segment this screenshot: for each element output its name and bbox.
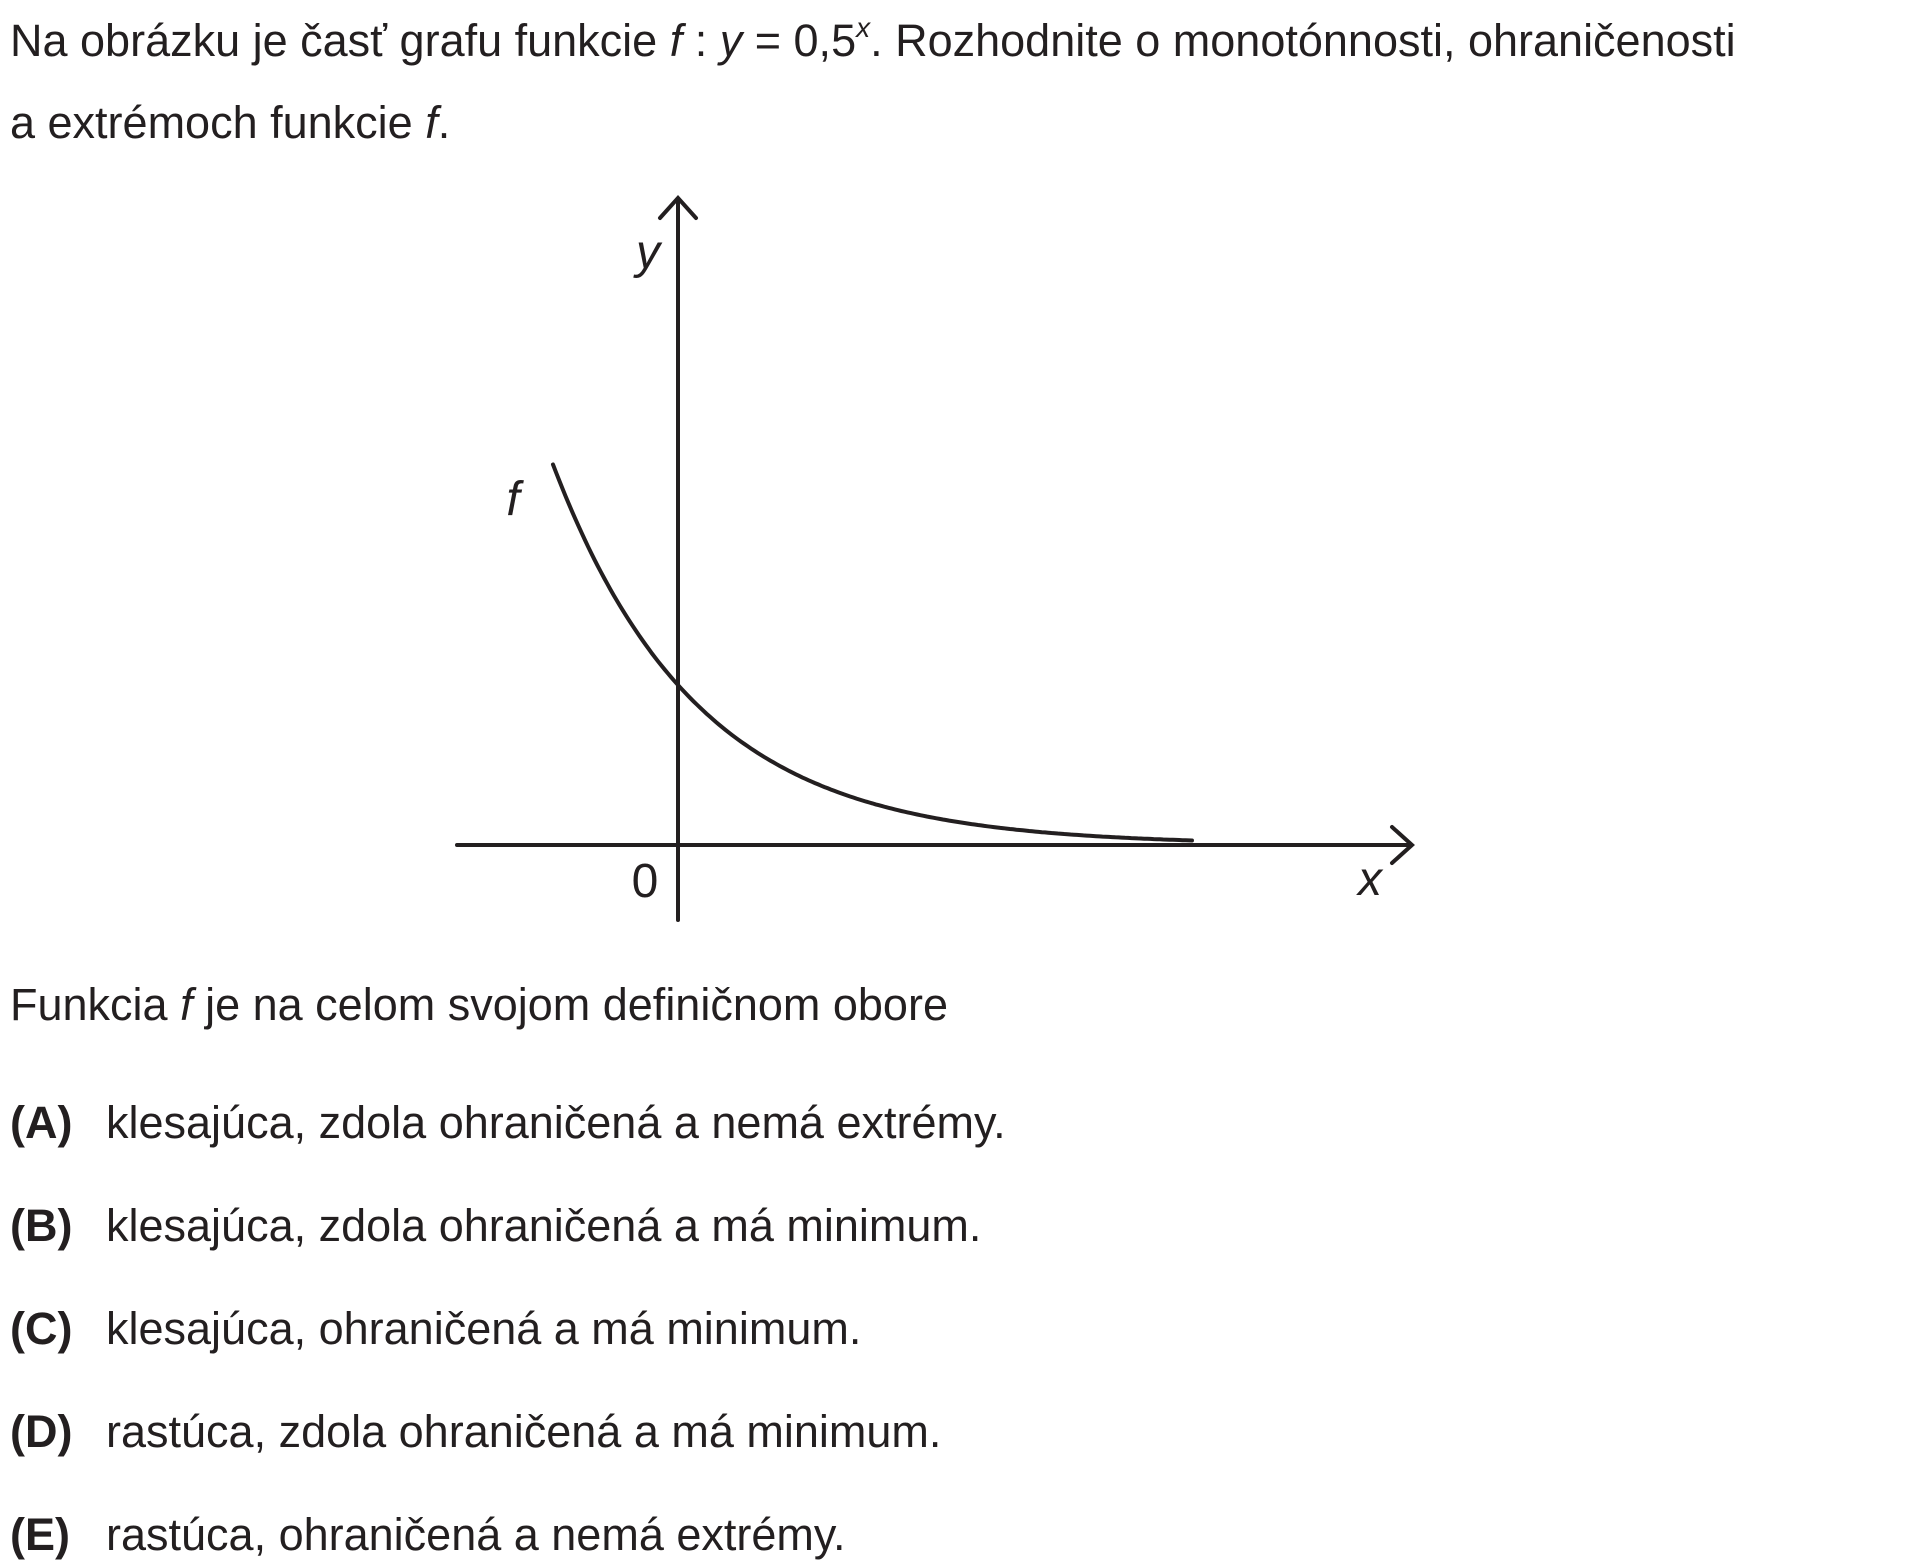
option-letter: (A) — [10, 1097, 73, 1148]
option-e[interactable]: (E) rastúca, ohraničená a nemá extrémy. — [10, 1512, 846, 1557]
option-text: rastúca, zdola ohraničená a má minimum. — [106, 1406, 942, 1457]
option-text: klesajúca, zdola ohraničená a nemá extré… — [106, 1097, 1006, 1148]
origin-label: 0 — [632, 855, 659, 908]
function-symbol: f — [425, 97, 438, 148]
exponent: x — [856, 12, 871, 43]
x-axis-arrow — [1390, 825, 1415, 865]
curve-label: f — [506, 473, 524, 526]
equation-base: = 0,5 — [742, 15, 857, 66]
option-text: klesajúca, zdola ohraničená a má minimum… — [106, 1200, 982, 1251]
y-symbol: y — [719, 15, 743, 66]
option-letter: (C) — [10, 1303, 73, 1354]
x-axis-label: x — [1356, 853, 1384, 906]
function-graph: y x 0 f — [455, 195, 1415, 922]
y-axis-label: y — [633, 226, 663, 279]
stem-text-cont: je na celom svojom definičnom obore — [192, 979, 948, 1030]
option-b[interactable]: (B) klesajúca, zdola ohraničená a má mini… — [10, 1203, 981, 1248]
option-letter: (B) — [10, 1200, 73, 1251]
y-axis-arrow — [658, 195, 698, 220]
question-text: Na obrázku je časť grafu funkcie — [10, 15, 670, 66]
question-line-1: Na obrázku je časť grafu funkcie f : y =… — [10, 14, 1736, 66]
stem: Funkcia f je na celom svojom definičnom … — [10, 982, 948, 1027]
option-d[interactable]: (D) rastúca, zdola ohraničená a má minimu… — [10, 1409, 941, 1454]
function-symbol: f — [669, 15, 683, 66]
function-symbol: f — [180, 979, 193, 1030]
option-text: klesajúca, ohraničená a má minimum. — [106, 1303, 862, 1354]
function-curve — [551, 462, 1194, 843]
option-c[interactable]: (C) klesajúca, ohraničená a má minimum. — [10, 1306, 861, 1351]
stem-text: Funkcia — [10, 979, 181, 1030]
colon: : — [682, 15, 720, 66]
option-letter: (E) — [10, 1509, 70, 1560]
option-a[interactable]: (A) klesajúca, zdola ohraničená a nemá ex… — [10, 1100, 1006, 1145]
option-text: rastúca, ohraničená a nemá extrémy. — [106, 1509, 846, 1560]
period: . — [437, 97, 451, 148]
question-line-2: a extrémoch funkcie f. — [10, 100, 450, 145]
option-letter: (D) — [10, 1406, 73, 1457]
question-text-cont: . Rozhodnite o monotónnosti, ohraničenos… — [870, 15, 1736, 66]
question-text: a extrémoch funkcie — [10, 97, 426, 148]
